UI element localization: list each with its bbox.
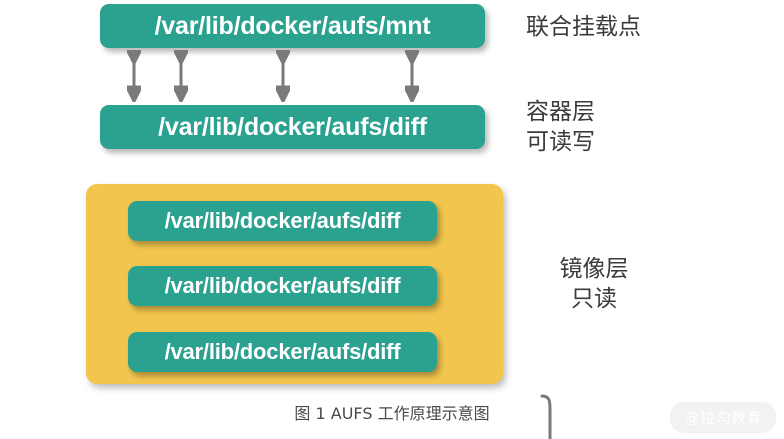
double-arrow-icon-4 xyxy=(405,50,419,102)
image-layer-box-3: /var/lib/docker/aufs/diff xyxy=(128,332,437,372)
grouping-brace-icon xyxy=(540,394,552,439)
image-layer-label: 镜像层 只读 xyxy=(559,256,629,312)
container-layer-label: 容器层 可读写 xyxy=(526,99,595,155)
container-layer-path: /var/lib/docker/aufs/diff xyxy=(158,112,427,141)
image-layer-path-2: /var/lib/docker/aufs/diff xyxy=(164,273,401,298)
image-layer-container: /var/lib/docker/aufs/diff /var/lib/docke… xyxy=(86,184,552,439)
double-arrow-icon-3 xyxy=(276,50,290,102)
double-arrow-icon-2 xyxy=(174,50,188,102)
image-layer-box-1: /var/lib/docker/aufs/diff xyxy=(128,201,437,241)
union-mount-path: /var/lib/docker/aufs/mnt xyxy=(154,11,431,40)
image-layer-path-3: /var/lib/docker/aufs/diff xyxy=(164,339,401,364)
union-mount-box: /var/lib/docker/aufs/mnt xyxy=(100,4,485,48)
figure-caption: 图 1 AUFS 工作原理示意图 xyxy=(294,404,490,423)
union-mount-label: 联合挂载点 xyxy=(526,14,641,40)
image-layer-box-2: /var/lib/docker/aufs/diff xyxy=(128,266,437,306)
image-layer-path-1: /var/lib/docker/aufs/diff xyxy=(164,208,401,233)
container-layer-box: /var/lib/docker/aufs/diff xyxy=(100,105,485,149)
double-arrow-icon-1 xyxy=(127,50,141,102)
watermark: @拉勾教育 xyxy=(670,402,776,433)
